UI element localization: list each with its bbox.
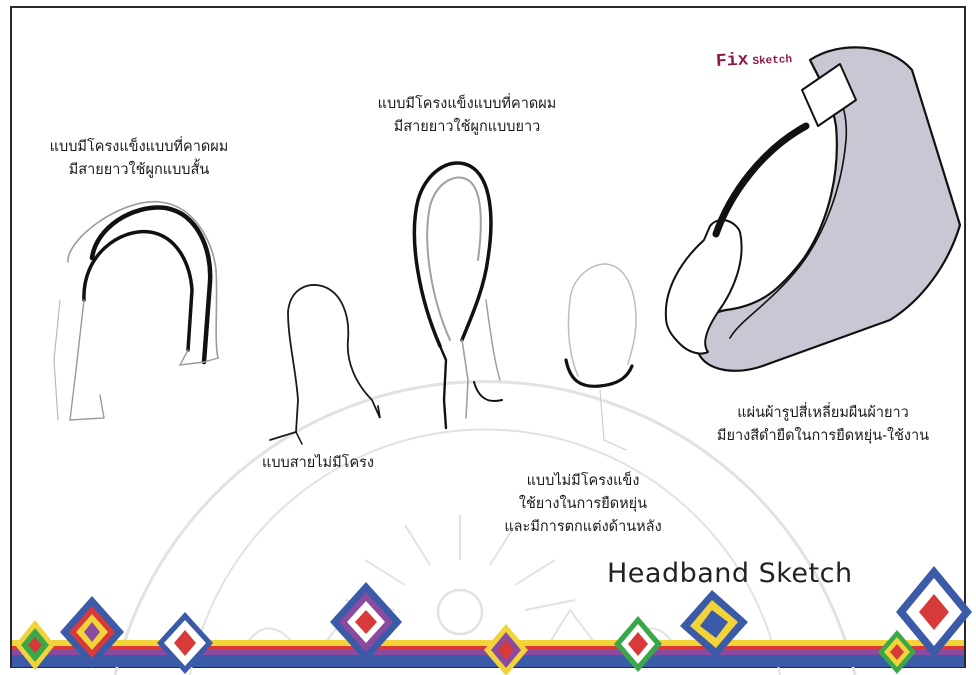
- label-elastic-line-2: ใช้ยางในการยืดหยุ่น: [488, 493, 678, 516]
- label-rigid-short-line-1: แบบมีโครงแข็งแบบที่คาดผม: [14, 136, 264, 159]
- sketch-rigid-short-ties: [54, 202, 218, 420]
- diamond-motif-5: [484, 624, 528, 675]
- label-rigid-short-ties: แบบมีโครงแข็งแบบที่คาดผม มีสายยาวใช้ผูกแ…: [14, 136, 264, 182]
- label-fix-band: แผ่นผ้ารูปสี่เหลี่ยมผืนผ้ายาว มียางสีดำย…: [698, 402, 948, 448]
- label-rigid-short-line-2: มีสายยาวใช้ผูกแบบสั้น: [14, 159, 264, 182]
- fix-title-main: Fix: [716, 50, 749, 72]
- diamond-motif-9: [878, 630, 916, 674]
- sheet-title: Headband Sketch: [607, 558, 853, 589]
- label-elastic-line-1: แบบไม่มีโครงแข็ง: [488, 470, 678, 493]
- label-strap-no-frame: แบบสายไม่มีโครง: [262, 452, 374, 475]
- label-fix-band-line-1: แผ่นผ้ารูปสี่เหลี่ยมผืนผ้ายาว: [698, 402, 948, 425]
- label-no-frame-line-1: แบบสายไม่มีโครง: [262, 452, 374, 475]
- label-fix-band-line-2: มียางสีดำยืดในการยืดหยุ่น-ใช้งาน: [698, 425, 948, 448]
- label-rigid-long-ties: แบบมีโครงแข็งแบบที่คาดผม มีสายยาวใช้ผูกแ…: [342, 93, 592, 139]
- label-elastic-line-3: และมีการตกแต่งด้านหลัง: [488, 516, 678, 539]
- fix-title-sub: Sketch: [752, 54, 792, 68]
- label-rigid-long-line-1: แบบมีโครงแข็งแบบที่คาดผม: [342, 93, 592, 116]
- sketch-rigid-long-ties: [414, 163, 502, 428]
- sketch-elastic-decorated: [566, 264, 636, 450]
- label-elastic-decorated: แบบไม่มีโครงแข็ง ใช้ยางในการยืดหยุ่น และ…: [488, 470, 678, 539]
- sketch-fix-band: [666, 47, 960, 370]
- label-rigid-long-line-2: มีสายยาวใช้ผูกแบบยาว: [342, 116, 592, 139]
- sketch-strap-no-frame: [270, 285, 380, 444]
